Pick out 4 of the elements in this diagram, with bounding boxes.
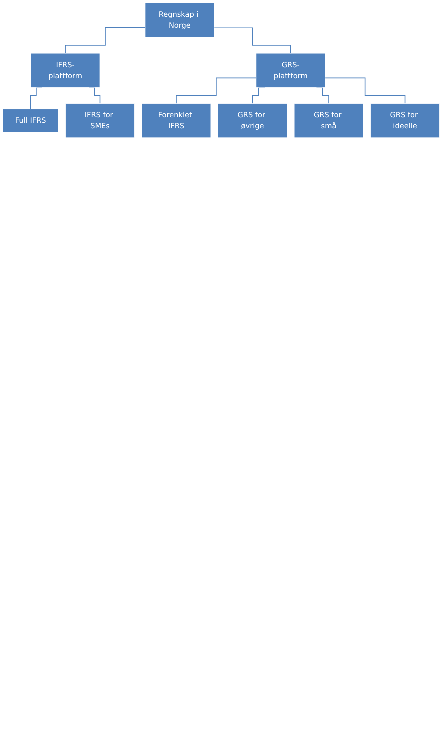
connector	[176, 78, 257, 104]
connector	[65, 27, 146, 54]
connector	[214, 28, 292, 54]
connector	[324, 78, 406, 104]
